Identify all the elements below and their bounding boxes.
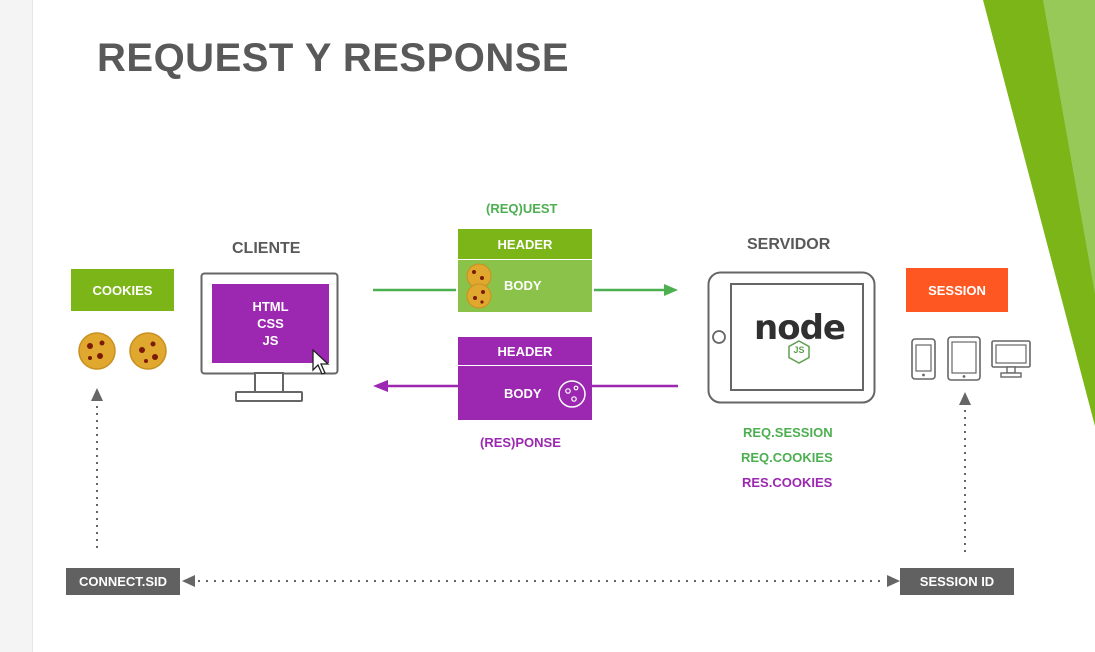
session-id-badge: SESSION ID: [900, 568, 1014, 595]
session-badge: SESSION: [906, 268, 1008, 312]
desktop-icon: [991, 340, 1031, 378]
cookie-icon: [466, 263, 492, 309]
request-header: HEADER: [458, 229, 592, 259]
slide: [32, 0, 1095, 652]
screen-line-js: JS: [262, 333, 279, 348]
response-body-label: BODY: [504, 386, 542, 401]
slide-title: REQUEST Y RESPONSE: [97, 36, 570, 80]
request-body-label: BODY: [504, 278, 542, 293]
cookies-badge: COOKIES: [71, 269, 174, 311]
tablet-icon: [707, 271, 876, 404]
screen-line-html: HTML: [252, 299, 289, 314]
response-label: (RES)PONSE: [480, 435, 561, 450]
node-js-hexagon: [788, 340, 810, 364]
phone-icon: [911, 338, 936, 380]
server-prop-req-session: REQ.SESSION: [743, 425, 833, 440]
cookie-outline-icon: [558, 380, 586, 408]
cursor-icon: [312, 349, 330, 375]
client-screen: HTML CSS JS: [212, 284, 329, 363]
server-prop-req-cookies: REQ.COOKIES: [741, 450, 833, 465]
cookie-icon: [129, 332, 167, 370]
decorative-triangles: [983, 0, 1095, 427]
sid-session-double-arrow: [182, 575, 900, 587]
cliente-title: CLIENTE: [232, 240, 301, 257]
connect-sid-badge: CONNECT.SID: [66, 568, 180, 595]
screen-line-css: CSS: [257, 316, 284, 331]
response-header: HEADER: [458, 337, 592, 365]
response-arrow: [373, 380, 678, 392]
session-id-to-session-arrow: [959, 392, 971, 556]
devices-icons: [911, 336, 1031, 381]
node-js-badge: JS: [793, 345, 805, 355]
request-arrow: [373, 284, 678, 296]
request-label: (REQ)UEST: [486, 201, 558, 216]
cookies-icons: [78, 332, 167, 370]
tablet-small-icon: [947, 336, 981, 381]
connect-sid-to-cookies-arrow: [91, 388, 103, 552]
server-prop-res-cookies: RES.COOKIES: [742, 475, 833, 490]
servidor-title: SERVIDOR: [747, 236, 831, 253]
cookie-icon: [78, 332, 116, 370]
